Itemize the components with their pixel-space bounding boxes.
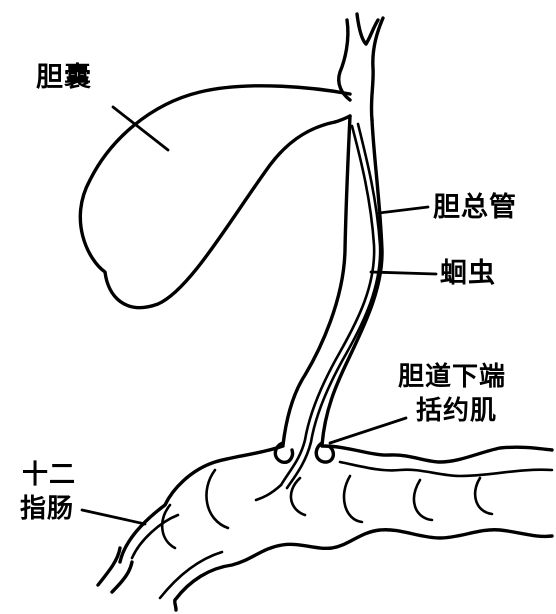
roundworm-tip: [256, 485, 281, 500]
duodenum-left-end-2: [112, 562, 132, 592]
roundworm-body-inner: [287, 124, 380, 488]
label-duodenum-line1: 十二: [22, 462, 76, 488]
duodenum-upper-wall-right: [322, 446, 552, 462]
label-sphincter-line2: 括约肌: [416, 398, 497, 424]
duodenum-lower-inner: [160, 552, 222, 598]
label-duodenum-line2: 指肠: [20, 496, 74, 522]
duodenum-fold-c: [291, 478, 305, 515]
duodenum-fold-f: [475, 478, 492, 514]
leader-common-bile-duct: [379, 207, 428, 213]
leader-gallbladder: [113, 107, 168, 150]
roundworm-body: [281, 126, 374, 485]
duodenum-fold-b: [206, 470, 228, 528]
bile-duct-right-wall: [322, 120, 382, 445]
hepatic-duct-left-wall: [339, 20, 350, 100]
leader-sphincter: [330, 418, 406, 443]
label-common-bile-duct: 胆总管: [433, 194, 517, 221]
duodenum-lower-wall: [175, 530, 552, 600]
gallbladder-outline: [80, 86, 350, 308]
label-sphincter-line1: 胆道下端: [398, 364, 506, 390]
duodenum-fold-e: [414, 480, 432, 520]
duodenum-upper-wall: [120, 446, 283, 562]
leader-roundworm: [371, 272, 436, 274]
duodenum-fold-a: [162, 505, 175, 548]
label-roundworm: 蛔虫: [440, 260, 496, 287]
leader-duodenum: [82, 510, 145, 524]
duodenum-left-end-3: [175, 600, 176, 610]
duodenum-left-end-1: [98, 548, 120, 585]
cystic-duct: [335, 116, 350, 122]
duodenum-fold-d: [344, 476, 362, 522]
bile-duct-left-wall: [283, 116, 350, 445]
duodenum-inner-fold-2: [340, 462, 552, 476]
label-gallbladder: 胆囊: [36, 64, 92, 91]
